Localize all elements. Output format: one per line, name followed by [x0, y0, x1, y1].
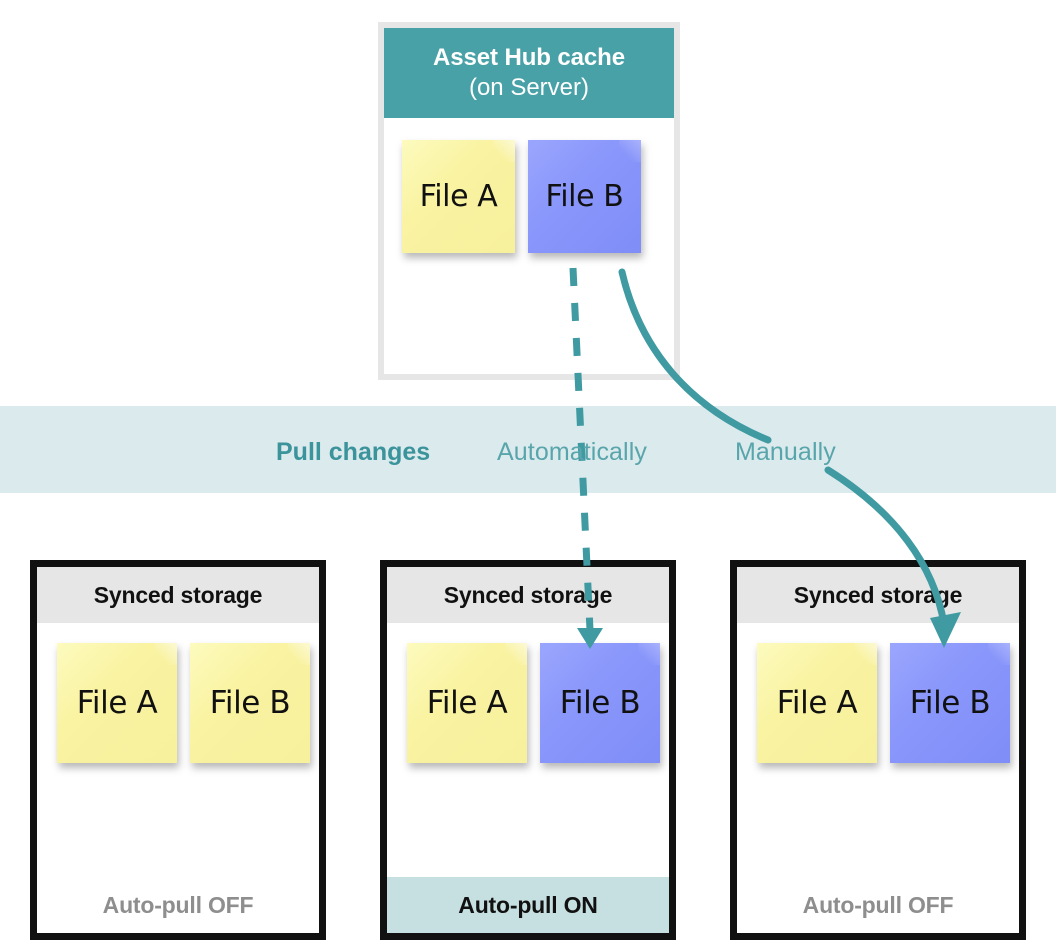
synced-storage-title-right: Synced storage	[793, 581, 963, 608]
right-note-file-a-label: File A	[776, 685, 858, 721]
asset-hub-cache-header: Asset Hub cache (on Server)	[384, 28, 674, 118]
middle-note-file-a-label: File A	[426, 685, 508, 721]
synced-storage-box-left: Synced storage File A File B Auto-pull O…	[30, 560, 326, 940]
middle-note-file-b: File B	[540, 643, 660, 763]
left-note-file-a-label: File A	[76, 685, 158, 721]
left-note-file-a: File A	[57, 643, 177, 763]
middle-note-file-a: File A	[407, 643, 527, 763]
synced-storage-notes-middle: File A File B	[407, 643, 660, 763]
auto-pull-status-right: Auto-pull OFF	[802, 891, 954, 918]
asset-hub-cache-subtitle: (on Server)	[468, 74, 590, 101]
synced-storage-header-right: Synced storage	[737, 567, 1019, 623]
synced-storage-title-middle: Synced storage	[443, 581, 613, 608]
right-note-file-b-label: File B	[909, 685, 991, 721]
cache-note-file-b: File B	[528, 140, 641, 253]
cache-note-file-b-label: File B	[545, 179, 624, 214]
auto-pull-status-left: Auto-pull OFF	[102, 891, 254, 918]
synced-storage-notes-left: File A File B	[57, 643, 310, 763]
synced-storage-box-right: Synced storage File A File B Auto-pull O…	[730, 560, 1026, 940]
cache-note-file-a: File A	[402, 140, 515, 253]
auto-pull-footer-right: Auto-pull OFF	[737, 877, 1019, 933]
right-note-file-b: File B	[890, 643, 1010, 763]
right-note-file-a: File A	[757, 643, 877, 763]
left-note-file-b-label: File B	[209, 685, 291, 721]
synced-storage-notes-right: File A File B	[757, 643, 1010, 763]
left-note-file-b: File B	[190, 643, 310, 763]
pull-changes-label: Pull changes	[276, 438, 431, 466]
asset-hub-cache-notes: File A File B	[402, 140, 641, 253]
auto-pull-status-middle: Auto-pull ON	[458, 891, 598, 918]
asset-hub-cache-title: Asset Hub cache	[433, 44, 625, 71]
asset-hub-cache-box: Asset Hub cache (on Server) File A File …	[378, 22, 680, 380]
manually-label: Manually	[735, 438, 836, 466]
auto-pull-footer-middle: Auto-pull ON	[387, 877, 669, 933]
middle-note-file-b-label: File B	[559, 685, 641, 721]
auto-pull-footer-left: Auto-pull OFF	[37, 877, 319, 933]
synced-storage-box-middle: Synced storage File A File B Auto-pull O…	[380, 560, 676, 940]
synced-storage-title-left: Synced storage	[93, 581, 263, 608]
synced-storage-header-middle: Synced storage	[387, 567, 669, 623]
automatically-label: Automatically	[497, 438, 647, 466]
cache-note-file-a-label: File A	[419, 179, 498, 214]
synced-storage-header-left: Synced storage	[37, 567, 319, 623]
